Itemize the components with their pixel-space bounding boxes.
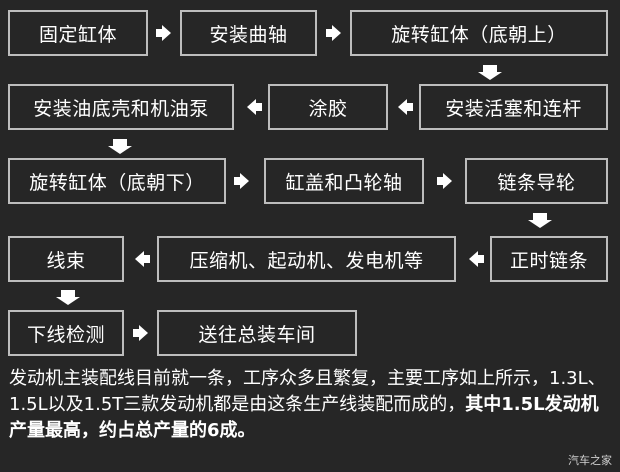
arrow-down-icon [528,213,552,228]
step-box: 旋转缸体（底朝上） [350,10,608,56]
step-box: 涂胶 [268,84,388,130]
step-box: 安装油底壳和机油泵 [8,84,234,130]
step-box: 安装曲轴 [180,10,317,56]
step-box: 压缩机、起动机、发电机等 [157,236,456,282]
arrow-left-icon [247,99,262,115]
arrow-right-icon [326,25,341,41]
arrow-right-icon [234,173,249,189]
step-box: 固定缸体 [8,10,148,56]
arrow-left-icon [135,251,150,267]
arrow-right-icon [437,173,452,189]
arrow-down-icon [108,139,132,154]
arrow-right-icon [133,325,148,341]
step-box: 下线检测 [8,310,124,356]
step-box: 送往总装车间 [157,310,357,356]
watermark: 汽车之家 [568,454,612,467]
arrow-left-icon [469,251,484,267]
step-box: 正时链条 [490,236,608,282]
description-highlight: 其中1.5L发动机产量最高，约占总产量的6成。 [9,394,599,441]
step-box: 线束 [8,236,124,282]
step-box: 链条导轮 [465,158,608,204]
arrow-down-icon [56,290,80,305]
arrow-down-icon [478,65,502,80]
description-text: 发动机主装配线目前就一条，工序众多且繁复，主要工序如上所示，1.3L、1.5L以… [9,368,606,415]
step-box: 安装活塞和连杆 [419,84,608,130]
step-box: 旋转缸体（底朝下） [8,158,226,204]
arrow-left-icon [398,99,413,115]
step-box: 缸盖和凸轮轴 [264,158,424,204]
description-paragraph: 发动机主装配线目前就一条，工序众多且繁复，主要工序如上所示，1.3L、1.5L以… [9,366,615,444]
arrow-right-icon [156,25,171,41]
